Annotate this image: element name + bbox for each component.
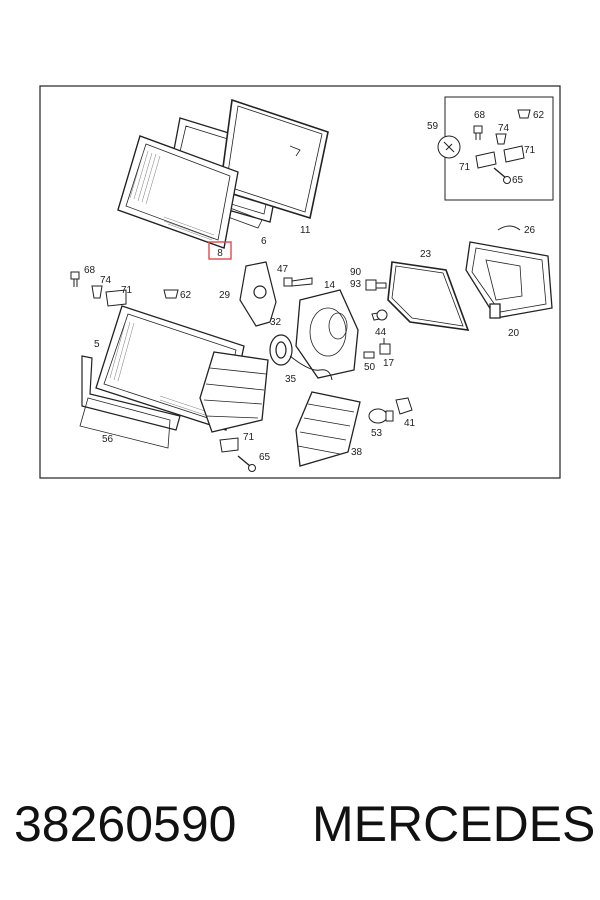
mounting-bracket-56[interactable] (79, 355, 181, 449)
part-label-35: 35 (285, 374, 297, 385)
part-label-71: 71 (243, 432, 255, 443)
part-label-29: 29 (219, 290, 231, 301)
part-label-14: 14 (324, 280, 336, 291)
bulb-44[interactable] (371, 309, 388, 321)
part-label-68: 68 (84, 265, 96, 276)
part-label-71: 71 (121, 285, 133, 296)
part-label-59: 59 (427, 121, 439, 132)
part-label-6: 6 (261, 236, 267, 247)
part-label-93: 93 (350, 279, 362, 290)
part-label-74: 74 (498, 123, 510, 134)
part-number: 38260590 (14, 796, 237, 852)
part-label-62: 62 (180, 290, 192, 301)
corner-lens[interactable] (199, 351, 269, 433)
hardware-inset-box (444, 96, 554, 201)
part-label-56: 56 (102, 434, 114, 445)
brand-name: MERCEDES (312, 796, 596, 852)
turn-signal-lens-38[interactable] (295, 391, 361, 467)
part-label-65: 65 (259, 452, 271, 463)
part-label-26: 26 (524, 225, 536, 236)
spring-clip-26[interactable] (497, 225, 521, 231)
adjusting-screw-47[interactable] (283, 277, 313, 287)
bulb-socket-32[interactable] (269, 334, 333, 381)
part-label-74: 74 (100, 275, 112, 286)
part-label-50: 50 (364, 362, 376, 373)
part-label-90: 90 (350, 267, 362, 278)
part-labels: 59 68 62 74 71 71 65 6 11 26 23 20 68 74… (84, 110, 545, 463)
part-label-44: 44 (375, 327, 387, 338)
socket-41[interactable] (395, 397, 413, 415)
part-label-68: 68 (474, 110, 486, 121)
bulb-cover-29[interactable] (239, 261, 277, 327)
bulb-50[interactable] (363, 351, 375, 359)
part-label-65: 65 (512, 175, 524, 186)
caption: 38260590 MERCEDES (14, 795, 596, 875)
part-label-20: 20 (508, 328, 520, 339)
part-label-53: 53 (371, 428, 383, 439)
inset-hardware (437, 109, 531, 184)
exploded-parts-diagram: 8 (39, 85, 561, 479)
bulb-holder-90[interactable] (365, 279, 387, 291)
highlight-box (208, 241, 232, 260)
socket-17[interactable] (379, 338, 391, 355)
reflector-14[interactable] (295, 289, 359, 379)
part-label-47: 47 (277, 264, 289, 275)
part-label-5: 5 (94, 339, 100, 350)
part-label-17: 17 (383, 358, 395, 369)
part-label-41: 41 (404, 418, 416, 429)
part-label-11: 11 (300, 225, 311, 236)
headlamp-housing-20[interactable] (465, 241, 553, 319)
bulb-53[interactable] (368, 408, 394, 424)
part-label-62: 62 (533, 110, 545, 121)
part-label-71: 71 (459, 162, 471, 173)
left-hardware (70, 271, 256, 472)
gasket-23[interactable] (387, 261, 470, 331)
part-label-32: 32 (270, 317, 282, 328)
part-label-38: 38 (351, 447, 363, 458)
part-label-23: 23 (420, 249, 432, 260)
part-label-71: 71 (524, 145, 536, 156)
highlighted-label: 8 (217, 248, 223, 259)
headlamp-seal-11[interactable] (219, 98, 329, 220)
